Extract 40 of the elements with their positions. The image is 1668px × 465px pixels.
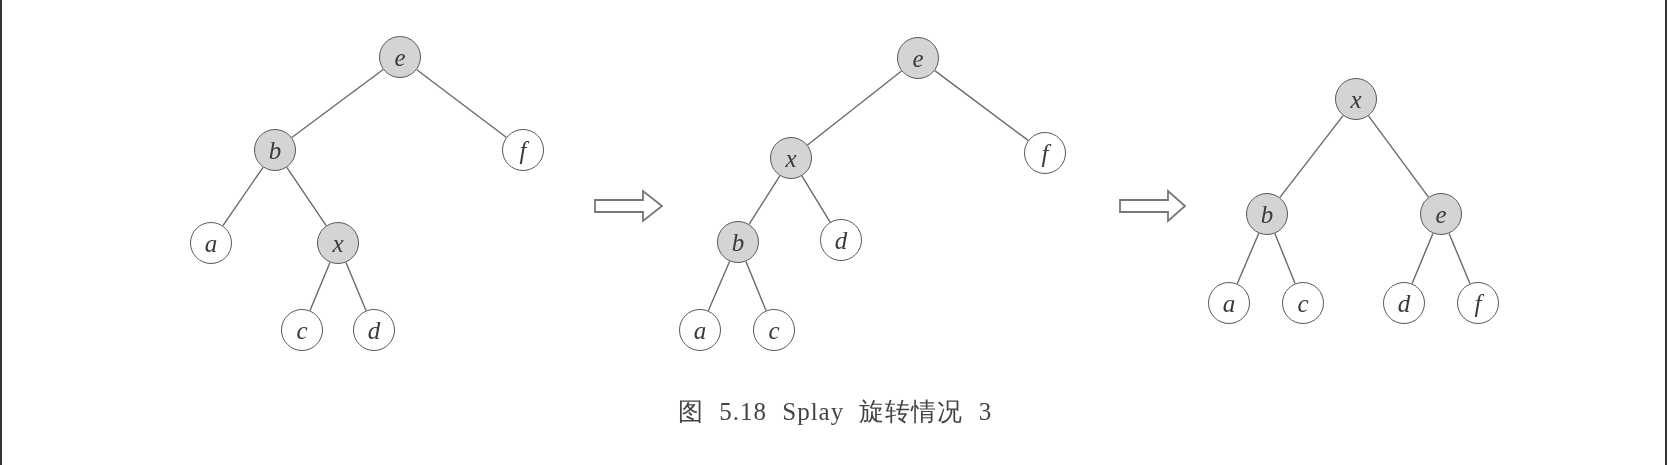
tree-edge: [222, 166, 264, 227]
tree-node: x: [1335, 78, 1377, 120]
tree-edge: [707, 260, 731, 312]
tree-node: d: [353, 309, 395, 351]
tree-edge: [1236, 232, 1260, 285]
tree-edge: [1274, 232, 1296, 285]
tree-edge: [345, 261, 367, 312]
tree-edge: [801, 175, 831, 223]
tree-node: e: [379, 36, 421, 78]
tree-edge: [745, 260, 767, 312]
tree-edge: [1367, 115, 1430, 198]
tree-edge: [748, 175, 781, 225]
tree-edge: [309, 261, 331, 312]
tree-node: e: [897, 37, 939, 79]
tree-node: d: [1383, 282, 1425, 324]
tree-node: f: [1024, 132, 1066, 174]
tree-node: f: [502, 129, 544, 171]
tree-node: a: [1208, 282, 1250, 324]
tree-node: c: [281, 309, 323, 351]
tree-node: b: [717, 221, 759, 263]
tree-node: c: [1282, 282, 1324, 324]
tree-edge: [286, 166, 327, 227]
tree-node: a: [679, 309, 721, 351]
tree-edge: [416, 69, 507, 138]
tree-edge: [934, 69, 1029, 142]
figure-caption: 图 5.18 Splay 旋转情况 3: [678, 397, 993, 427]
tree-node: f: [1457, 282, 1499, 324]
tree-edge: [1279, 114, 1344, 199]
tree-node: d: [820, 219, 862, 261]
tree-node: b: [1246, 193, 1288, 235]
tree-node: a: [190, 222, 232, 264]
tree-node: e: [1420, 193, 1462, 235]
tree-node: x: [317, 222, 359, 264]
tree-node: c: [753, 309, 795, 351]
tree-edge: [1448, 232, 1471, 285]
tree-node: x: [770, 137, 812, 179]
tree-node: b: [254, 129, 296, 171]
tree-edge: [806, 70, 903, 146]
tree-edge: [291, 68, 384, 139]
tree-edge: [1411, 232, 1434, 285]
